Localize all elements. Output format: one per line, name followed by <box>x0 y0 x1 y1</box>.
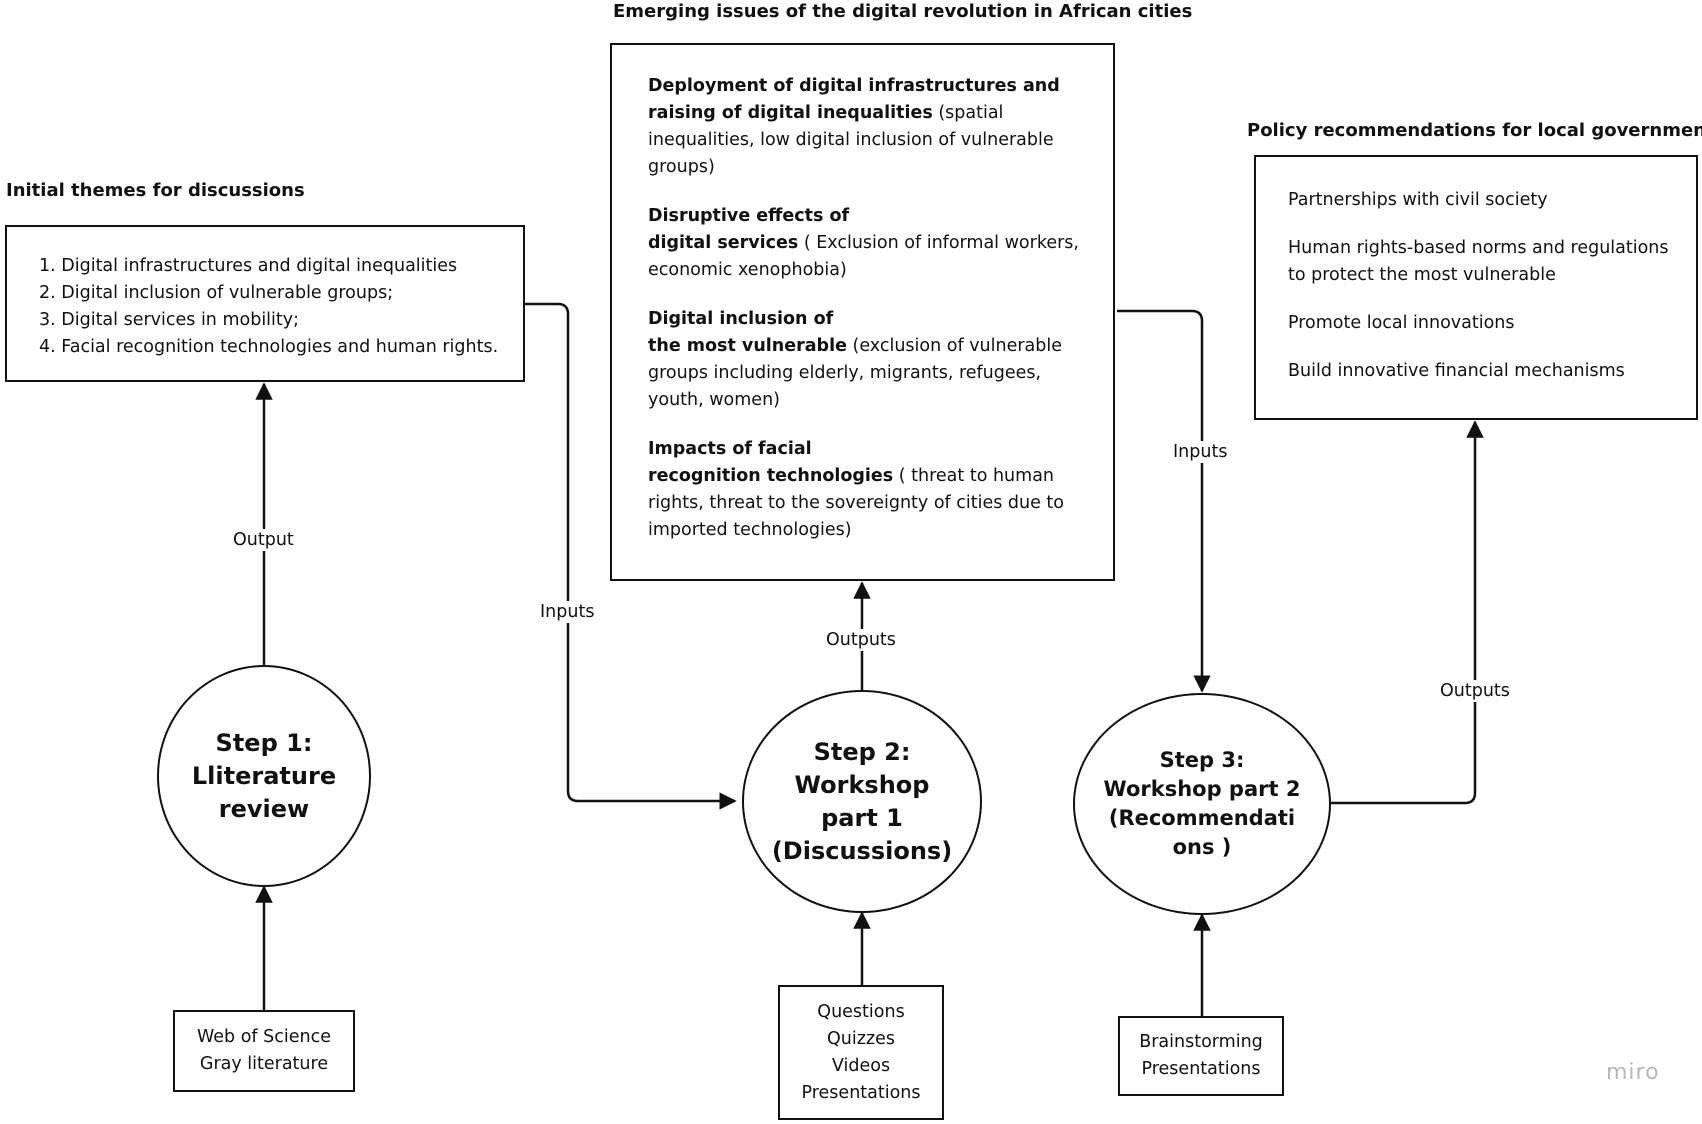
source-item: Web of Science <box>197 1027 331 1047</box>
step1-label: Step 1: Lliterature review <box>191 728 337 823</box>
theme-item: 3. Digital services in mobility; <box>39 310 300 330</box>
initial-themes-heading: Initial themes for discussions <box>6 180 305 201</box>
initial-themes-list: 1. Digital infrastructures and digital i… <box>39 253 523 361</box>
step2-label: Step 2: Workshop part 1 (Discussions) <box>771 737 953 865</box>
theme-item: 4. Facial recognition technologies and h… <box>39 337 499 357</box>
policy-item: Human rights-based norms and regulations… <box>1288 238 1669 285</box>
policy-item: Build innovative financial mechanisms <box>1288 361 1625 381</box>
source-item: Questions <box>817 1001 905 1022</box>
step3-label: Step 3: Workshop part 2 (Recommendati on… <box>1103 748 1301 859</box>
policy-item: Partnerships with civil society <box>1288 190 1548 210</box>
emerging-issues-heading: Emerging issues of the digital revolutio… <box>613 1 1193 22</box>
step1-node: Step 1: Lliterature review <box>157 665 371 887</box>
arrow-themes-to-step2 <box>525 302 737 810</box>
arrow-step3-to-policy <box>1330 420 1484 805</box>
policy-item: Promote local innovations <box>1288 313 1515 333</box>
initial-themes-box: 1. Digital infrastructures and digital i… <box>5 225 525 382</box>
source-item: Presentations <box>1141 1059 1261 1079</box>
edge-label-outputs-right: Outputs <box>1438 680 1512 702</box>
theme-item: 1. Digital infrastructures and digital i… <box>39 256 458 276</box>
source-item: Gray literature <box>199 1054 329 1074</box>
step3-node: Step 3: Workshop part 2 (Recommendati on… <box>1073 693 1331 915</box>
step2-sources-box: Questions Quizzes Videos Presentations <box>778 985 944 1120</box>
step3-sources-box: Brainstorming Presentations <box>1118 1016 1284 1096</box>
theme-item: 2. Digital inclusion of vulnerable group… <box>39 283 394 303</box>
edge-label-inputs-right: Inputs <box>1171 441 1230 463</box>
emerging-issues-box: Deployment of digital infrastructures an… <box>610 43 1115 581</box>
source-item: Quizzes <box>827 1028 895 1049</box>
arrow-issues-to-step3 <box>1117 309 1211 693</box>
edge-label-outputs-mid: Outputs <box>824 629 898 651</box>
edge-label-output: Output <box>231 529 296 551</box>
source-item: Presentations <box>801 1082 921 1103</box>
policy-heading: Policy recommendations for local governm… <box>1247 120 1702 141</box>
policy-box: Partnerships with civil society Human ri… <box>1254 155 1698 420</box>
edge-label-inputs-left: Inputs <box>538 601 597 623</box>
miro-watermark: miro <box>1606 1060 1660 1085</box>
issue-infrastructure: Deployment of digital infrastructures an… <box>648 76 1060 177</box>
source-item: Brainstorming <box>1139 1032 1263 1052</box>
source-item: Videos <box>831 1055 891 1076</box>
step1-sources-box: Web of Science Gray literature <box>173 1010 355 1092</box>
step2-node: Step 2: Workshop part 1 (Discussions) <box>742 690 982 913</box>
